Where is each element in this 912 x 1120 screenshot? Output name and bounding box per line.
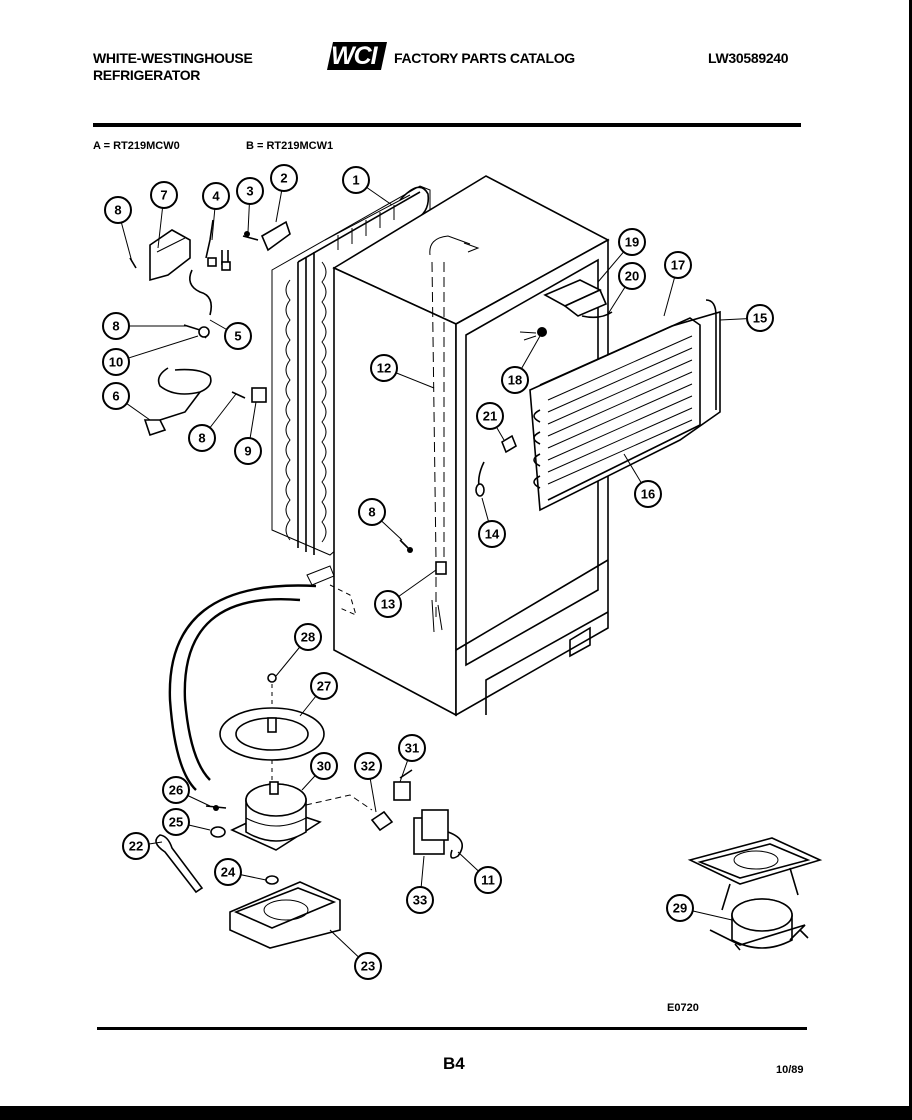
callout-20: 20 [618, 262, 646, 290]
diagram-code: E0720 [667, 1002, 699, 1014]
callout-17: 17 [664, 251, 692, 279]
callout-27: 27 [310, 672, 338, 700]
model-b: B = RT219MCW1 [246, 140, 334, 152]
svg-text:8: 8 [114, 203, 121, 218]
callout-13: 13 [374, 590, 402, 618]
callout-6: 6 [102, 382, 130, 410]
svg-text:3: 3 [246, 184, 253, 199]
brand-line-2: REFRIGERATOR [93, 67, 201, 83]
svg-text:13: 13 [381, 597, 395, 612]
callout-7: 7 [150, 181, 178, 209]
svg-text:1: 1 [352, 173, 359, 188]
svg-text:24: 24 [221, 865, 236, 880]
svg-text:33: 33 [413, 893, 427, 908]
svg-text:23: 23 [361, 959, 375, 974]
callout-9: 9 [234, 437, 262, 465]
svg-text:30: 30 [317, 759, 331, 774]
callout-3: 3 [236, 177, 264, 205]
svg-text:16: 16 [641, 487, 655, 502]
svg-text:5: 5 [234, 329, 241, 344]
page-number: B4 [443, 1054, 465, 1073]
svg-text:15: 15 [753, 311, 767, 326]
callout-5: 5 [224, 322, 252, 350]
svg-text:21: 21 [483, 409, 497, 424]
callout-28: 28 [294, 623, 322, 651]
svg-text:27: 27 [317, 679, 331, 694]
callout-33: 33 [406, 886, 434, 914]
callout-8-b: 8 [102, 312, 130, 340]
svg-text:2: 2 [280, 171, 287, 186]
callout-8-c: 8 [188, 424, 216, 452]
svg-text:8: 8 [198, 431, 205, 446]
callouts: 1 2 3 4 5 6 7 8 8 8 8 9 10 11 12 13 14 1… [102, 164, 774, 980]
svg-text:11: 11 [481, 873, 495, 888]
svg-text:29: 29 [673, 901, 687, 916]
drain-tube [168, 584, 317, 791]
callout-23: 23 [354, 952, 382, 980]
svg-text:22: 22 [129, 839, 143, 854]
callout-19: 19 [618, 228, 646, 256]
callout-1: 1 [342, 166, 370, 194]
svg-text:31: 31 [405, 741, 419, 756]
footer-rule [97, 1027, 807, 1030]
catalog-title: FACTORY PARTS CATALOG [394, 50, 575, 66]
callout-4: 4 [202, 182, 230, 210]
svg-text:4: 4 [212, 189, 220, 204]
svg-text:32: 32 [361, 759, 375, 774]
callout-8-d: 8 [358, 498, 386, 526]
svg-text:8: 8 [368, 505, 375, 520]
callout-32: 32 [354, 752, 382, 780]
callout-10: 10 [102, 348, 130, 376]
model-number: LW30589240 [708, 50, 789, 66]
svg-text:28: 28 [301, 630, 315, 645]
callout-25: 25 [162, 808, 190, 836]
callout-11: 11 [474, 866, 502, 894]
small-parts-cabinet [399, 279, 613, 575]
svg-text:10: 10 [109, 355, 123, 370]
callout-29: 29 [666, 894, 694, 922]
svg-text:17: 17 [671, 258, 685, 273]
svg-text:12: 12 [377, 361, 391, 376]
callout-2: 2 [270, 164, 298, 192]
svg-text:19: 19 [625, 235, 639, 250]
evaporator-coil [529, 299, 721, 512]
callout-12: 12 [370, 354, 398, 382]
callout-15: 15 [746, 304, 774, 332]
callout-31: 31 [398, 734, 426, 762]
refrigerator-cabinet [306, 175, 610, 717]
callout-26: 26 [162, 776, 190, 804]
svg-text:18: 18 [508, 373, 522, 388]
svg-text:6: 6 [112, 389, 119, 404]
callout-16: 16 [634, 480, 662, 508]
callout-24: 24 [214, 858, 242, 886]
callout-14: 14 [478, 520, 506, 548]
callout-18: 18 [501, 366, 529, 394]
callout-8-a: 8 [104, 196, 132, 224]
svg-text:20: 20 [625, 269, 639, 284]
compressor-assembly [155, 673, 464, 949]
catalog-date: 10/89 [776, 1064, 804, 1076]
wci-logo-text: WCI [331, 42, 378, 70]
svg-text:8: 8 [112, 319, 119, 334]
alternate-compressor [687, 837, 823, 951]
svg-text:14: 14 [485, 527, 500, 542]
wci-logo: WCI [327, 40, 389, 72]
svg-text:26: 26 [169, 783, 183, 798]
svg-text:25: 25 [169, 815, 183, 830]
callout-22: 22 [122, 832, 150, 860]
small-parts-upper-left [129, 219, 291, 437]
model-a: A = RT219MCW0 [93, 140, 180, 152]
svg-text:9: 9 [244, 444, 251, 459]
header-rule [93, 123, 801, 127]
callout-30: 30 [310, 752, 338, 780]
svg-text:7: 7 [160, 188, 167, 203]
brand-line-1: WHITE-WESTINGHOUSE [93, 50, 253, 66]
callout-21: 21 [476, 402, 504, 430]
